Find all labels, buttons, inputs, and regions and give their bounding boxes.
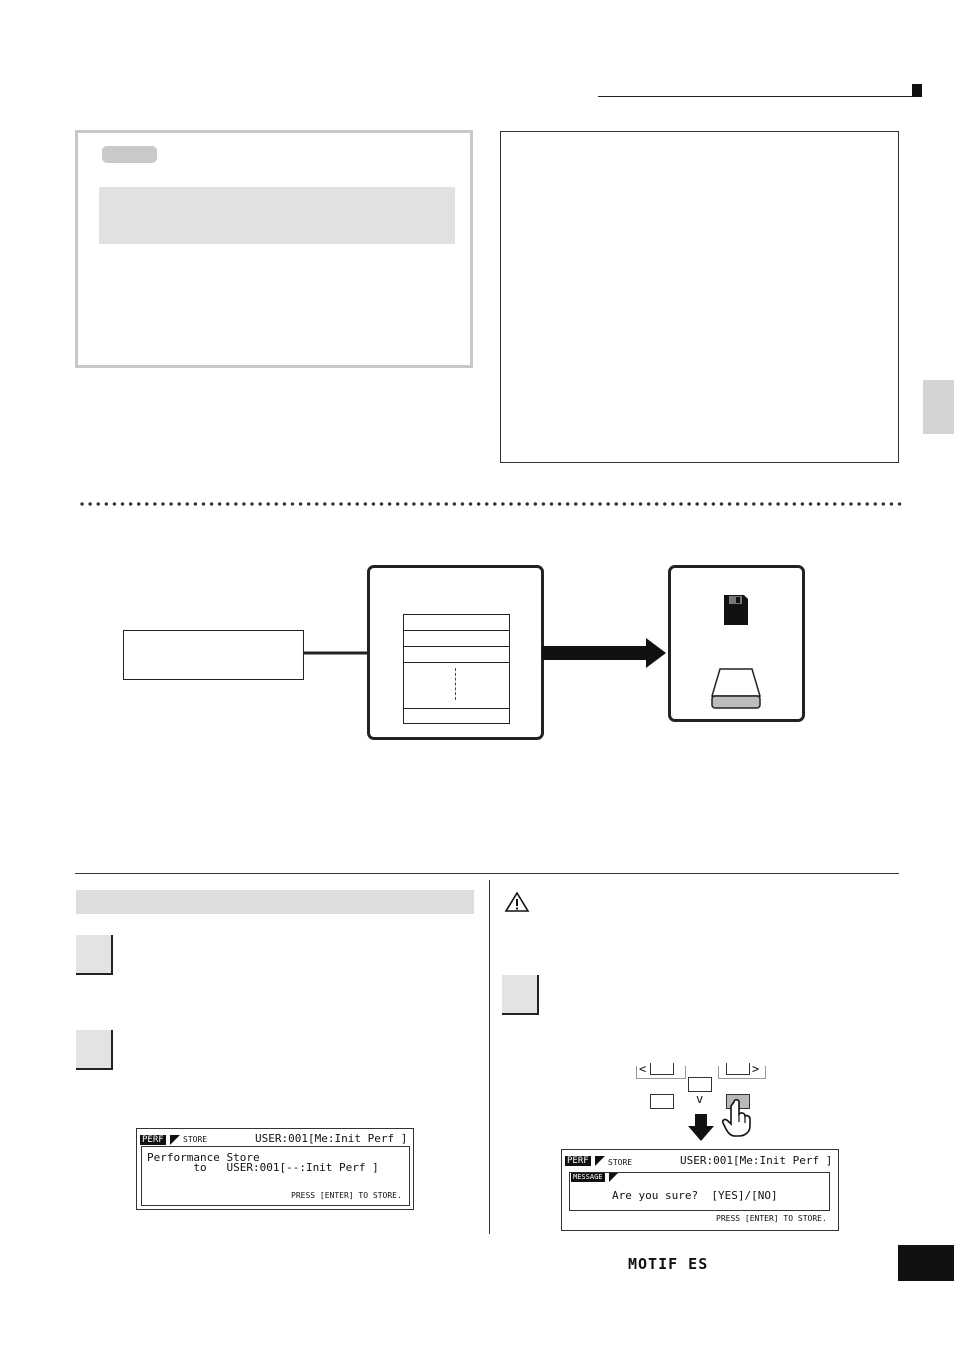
procedure-heading-band: [76, 890, 474, 914]
memory-row-divider: [403, 662, 510, 663]
memory-row-divider: [403, 646, 510, 647]
lcd-confirm-question: Are you sure? [YES]/[NO]: [612, 1189, 778, 1202]
cursor-up-key[interactable]: [688, 1077, 712, 1092]
inc-glyph: >: [752, 1062, 760, 1076]
save-arrow-icon: [542, 638, 666, 668]
lcd-message-frame: [569, 1172, 830, 1211]
step-badge: [76, 1030, 113, 1070]
lcd-line-2: to USER:001[--:Init Perf ]: [147, 1161, 379, 1174]
edit-buffer-box: [123, 630, 304, 680]
down-glyph: v: [696, 1092, 704, 1106]
floppy-disk-icon: [724, 595, 748, 625]
page-number-block: [898, 1245, 954, 1281]
memory-row-divider: [403, 708, 510, 709]
note-box: [500, 131, 899, 463]
column-divider: [489, 880, 490, 1234]
tip-badge: [102, 146, 157, 163]
lcd-footer: PRESS [ENTER] TO STORE.: [716, 1214, 827, 1223]
dec-key[interactable]: [650, 1063, 674, 1075]
memory-dashed-line: [455, 668, 456, 700]
lcd-store-screen: PERF STORE USER:001[Me:Init Perf ] Perfo…: [136, 1128, 414, 1210]
lcd-line-1: Performance Store: [147, 1151, 260, 1164]
header-marker: [912, 84, 922, 97]
brand-logo: MOTIF ES: [628, 1255, 709, 1273]
inc-key[interactable]: [726, 1063, 750, 1075]
lcd-location: USER:001[Me:Init Perf ]: [680, 1154, 833, 1167]
down-arrow-icon: [688, 1114, 714, 1141]
tip-box: [75, 130, 473, 368]
section-rule: [75, 873, 899, 874]
lcd-tab-tail: [609, 1173, 618, 1182]
key-bracket-left: [636, 1066, 686, 1079]
header-rule: [598, 96, 912, 97]
lcd-content-frame: [141, 1146, 410, 1206]
chapter-thumb-tab: [923, 380, 954, 434]
memory-row-divider: [403, 630, 510, 631]
step-badge: [502, 975, 539, 1015]
lcd-message-tab: MESSAGE: [571, 1173, 605, 1182]
no-key[interactable]: [650, 1094, 674, 1109]
dotted-separator: [78, 501, 904, 507]
key-bracket-right: [718, 1066, 766, 1079]
lcd-mode-label: STORE: [608, 1158, 633, 1167]
step-badge: [76, 935, 113, 975]
caution-triangle-icon: [504, 891, 530, 912]
lcd-tab-tail: [595, 1156, 605, 1166]
dec-glyph: <: [639, 1062, 647, 1076]
lcd-mode-label: STORE: [183, 1135, 208, 1144]
pointing-finger-icon: [722, 1098, 751, 1137]
memory-list: [403, 614, 510, 724]
lcd-mode-tab: PERF: [140, 1135, 166, 1145]
lcd-footer: PRESS [ENTER] TO STORE.: [291, 1191, 402, 1200]
lcd-tab-tail: [170, 1135, 180, 1145]
lcd-confirm-screen: PERF STORE USER:001[Me:Init Perf ] MESSA…: [561, 1149, 839, 1231]
lcd-location: USER:001[Me:Init Perf ]: [255, 1132, 408, 1145]
tip-header-band: [99, 187, 455, 244]
lcd-mode-tab: PERF: [565, 1156, 591, 1166]
storage-drive-icon: [710, 668, 762, 709]
